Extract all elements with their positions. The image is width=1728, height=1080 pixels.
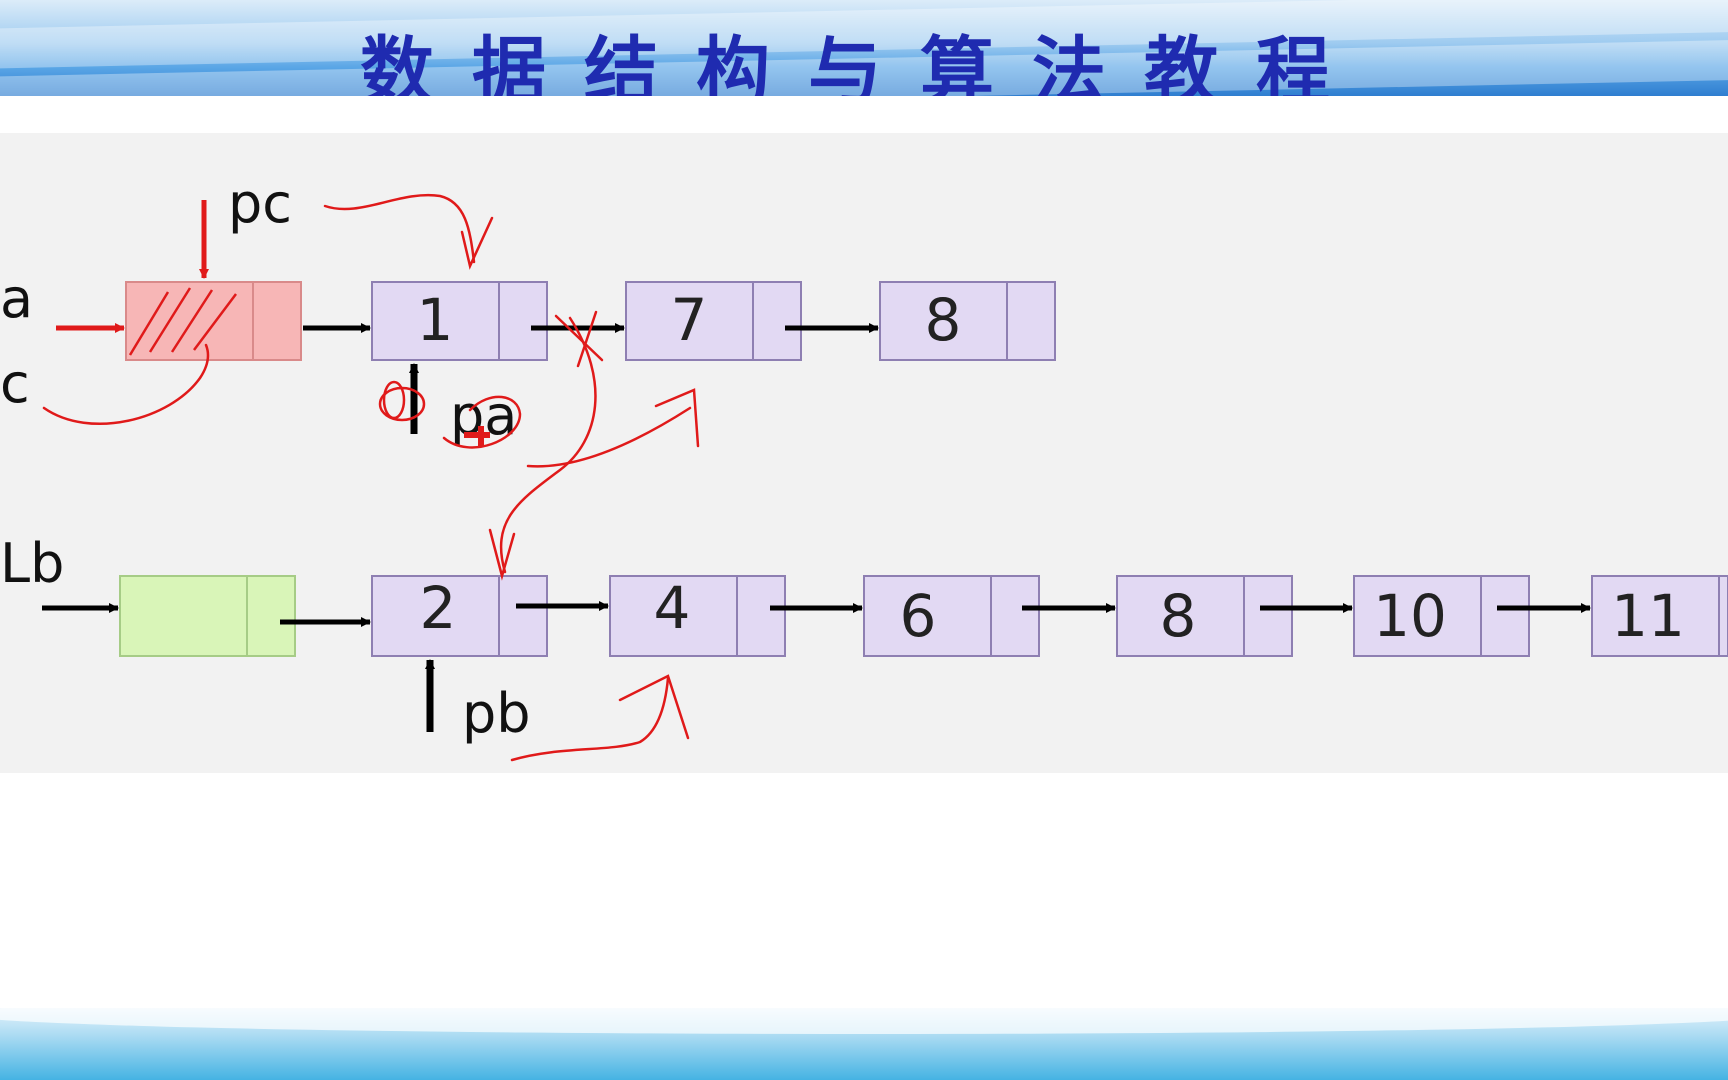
page-title: 数据结构与算法教程: [360, 29, 1368, 96]
list-a-label: a: [0, 267, 33, 330]
title-banner: 数据结构与算法教程: [0, 0, 1728, 96]
annotation-stroke: [618, 674, 690, 740]
annotation-stroke: [654, 388, 700, 448]
annotation-stroke: [42, 343, 210, 426]
diagram-canvas: [0, 133, 1728, 773]
list-a-node: 1: [371, 281, 548, 361]
list-b-node: 10: [1353, 575, 1530, 657]
annotation-stroke: [526, 406, 692, 468]
list-a-node: 7: [625, 281, 802, 361]
list-b-node: 6: [863, 575, 1040, 657]
node-value: 6: [900, 582, 937, 650]
node-value: 4: [654, 574, 691, 642]
annotation-stroke: [554, 314, 604, 362]
pb-label: pb: [462, 682, 531, 745]
list-a-node: 8: [879, 281, 1056, 361]
node-value: 8: [925, 286, 962, 354]
list-c-label: c: [0, 352, 30, 415]
node-value: 10: [1373, 582, 1447, 650]
footer-wave: [0, 994, 1728, 1034]
list-b-node: 4: [609, 574, 786, 657]
list-b-head-node: [119, 575, 296, 657]
annotation-stroke: [499, 316, 597, 574]
handwritten-annotations: [42, 193, 700, 762]
pc-label: pc: [228, 172, 292, 235]
list-a-head-node: [125, 281, 302, 361]
list-b-node: 11: [1591, 575, 1728, 657]
annotation-stroke: [576, 310, 598, 368]
annotation-stroke: [460, 216, 494, 270]
annotation-stroke: [510, 676, 670, 762]
node-value: 2: [420, 574, 457, 642]
list-a-head-hatch: [128, 287, 237, 356]
node-value: 8: [1160, 582, 1197, 650]
annotation-circle: [442, 395, 522, 449]
footer-band: [0, 994, 1728, 1080]
annotation-stroke: [323, 193, 476, 264]
annotation-stroke: [488, 528, 516, 581]
node-value: 11: [1611, 582, 1685, 650]
node-value: 1: [417, 286, 454, 354]
cursor-marker-icon: [464, 426, 490, 446]
list-b-label: Lb: [0, 532, 64, 595]
list-b-node: 2: [371, 574, 548, 657]
node-value: 7: [671, 286, 708, 354]
list-b-node: 8: [1116, 575, 1293, 657]
annotation-circle: [382, 380, 406, 420]
